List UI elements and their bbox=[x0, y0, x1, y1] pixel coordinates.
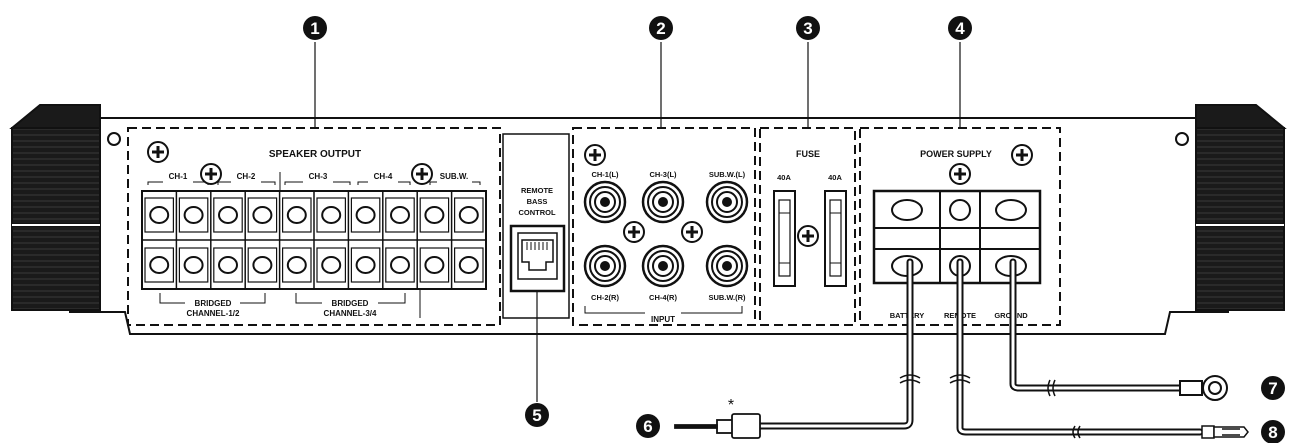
callout-number: 6 bbox=[643, 417, 652, 436]
asterisk-mark: * bbox=[728, 397, 734, 414]
callout-number: 7 bbox=[1268, 379, 1277, 398]
input-jack-labels: CH-1(L) CH-3(L) SUB.W.(L) CH-2(R) CH-4(R… bbox=[591, 170, 746, 302]
remote-bass-labels: REMOTE BASS CONTROL bbox=[518, 186, 555, 217]
right-heatsink bbox=[1175, 104, 1287, 311]
callout-marker: 3 bbox=[796, 16, 820, 40]
speaker-channel-labels: CH-1 CH-2 CH-3 CH-4 SUB.W. bbox=[169, 172, 469, 181]
callout-number: 2 bbox=[656, 19, 665, 38]
mounting-screw bbox=[200, 163, 222, 185]
bridged-label-b: BRIDGED bbox=[332, 299, 369, 308]
rca-jack bbox=[705, 244, 749, 288]
input-label: SUB.W.(R) bbox=[708, 293, 746, 302]
rca-jack bbox=[641, 244, 685, 288]
power-supply-title: POWER SUPPLY bbox=[920, 149, 992, 159]
speaker-output-section bbox=[127, 127, 501, 326]
speaker-terminal bbox=[385, 197, 415, 283]
channel-label: CH-1 bbox=[169, 172, 188, 181]
callout-marker: 8 bbox=[1261, 420, 1285, 443]
input-bracket bbox=[584, 306, 743, 314]
input-section bbox=[572, 127, 756, 326]
fuse-title: FUSE bbox=[796, 149, 820, 159]
bridged-label-a: BRIDGED bbox=[195, 299, 232, 308]
speaker-terminal bbox=[454, 197, 484, 283]
fuse-rating-left: 40A bbox=[777, 173, 791, 182]
wire-break-marks bbox=[899, 374, 1081, 439]
remote-bass-section bbox=[502, 133, 570, 319]
channel-label: CH-4 bbox=[374, 172, 393, 181]
speaker-terminal-block bbox=[141, 190, 487, 290]
speaker-terminal bbox=[316, 197, 346, 283]
mounting-screw bbox=[147, 141, 169, 163]
ring-terminal bbox=[1179, 375, 1228, 401]
bridged-labels: BRIDGED CHANNEL-1/2 BRIDGED CHANNEL-3/4 bbox=[187, 299, 377, 318]
speaker-terminal bbox=[350, 197, 381, 283]
callout-marker: 7 bbox=[1261, 376, 1285, 400]
speaker-terminal bbox=[178, 197, 209, 283]
callout-number: 4 bbox=[955, 19, 965, 38]
mounting-screw bbox=[681, 221, 703, 243]
bridged-brackets bbox=[159, 290, 421, 318]
input-label: CH-4(R) bbox=[649, 293, 677, 302]
channel-brackets bbox=[147, 172, 481, 190]
callout-marker: 4 bbox=[948, 16, 972, 40]
fuse-right bbox=[824, 190, 847, 287]
spade-connector bbox=[1201, 425, 1249, 439]
bridged-channel-b: CHANNEL-3/4 bbox=[324, 309, 377, 318]
speaker-terminal bbox=[144, 197, 174, 283]
fuse-rating-right: 40A bbox=[828, 173, 842, 182]
speaker-terminal bbox=[247, 197, 278, 283]
power-terminal-screw bbox=[891, 199, 923, 221]
callout-marker: 6 bbox=[636, 414, 660, 438]
rca-jack bbox=[583, 180, 627, 224]
remote-label-line1: REMOTE bbox=[521, 186, 553, 195]
mounting-screw bbox=[584, 144, 606, 166]
channel-label: CH-3 bbox=[309, 172, 328, 181]
inline-fuse-holder bbox=[674, 413, 761, 439]
mounting-screw bbox=[1011, 144, 1033, 166]
remote-label-line2: BASS bbox=[527, 197, 548, 206]
callout-marker: 5 bbox=[525, 403, 549, 427]
mounting-screw bbox=[623, 221, 645, 243]
input-label: CH-3(L) bbox=[649, 170, 677, 179]
rca-jack bbox=[705, 180, 749, 224]
mounting-screw bbox=[797, 225, 819, 247]
rca-jack bbox=[583, 244, 627, 288]
input-label: CH-2(R) bbox=[591, 293, 619, 302]
channel-label: SUB.W. bbox=[440, 172, 468, 181]
rca-jack bbox=[641, 180, 685, 224]
speaker-terminal bbox=[213, 197, 243, 283]
callout-number: 3 bbox=[803, 19, 812, 38]
callout-marker: 1 bbox=[303, 16, 327, 40]
speaker-terminal bbox=[282, 197, 312, 283]
rca-jacks bbox=[583, 180, 749, 288]
bridged-channel-a: CHANNEL-1/2 bbox=[187, 309, 240, 318]
channel-label: CH-2 bbox=[237, 172, 256, 181]
input-label: CH-1(L) bbox=[591, 170, 619, 179]
callout-marker: 2 bbox=[649, 16, 673, 40]
mounting-screw bbox=[949, 163, 971, 185]
speaker-output-title: SPEAKER OUTPUT bbox=[269, 149, 361, 160]
remote-label-line3: CONTROL bbox=[518, 208, 555, 217]
power-terminal-screw bbox=[995, 199, 1027, 221]
power-terminal-screw bbox=[949, 199, 971, 221]
callout-number: 5 bbox=[532, 406, 541, 425]
callout-number: 8 bbox=[1268, 423, 1277, 442]
callout-number: 1 bbox=[310, 19, 319, 38]
input-title: INPUT bbox=[651, 315, 675, 324]
mounting-screw bbox=[411, 163, 433, 185]
fuse-left bbox=[773, 190, 796, 287]
leader-lines bbox=[314, 42, 961, 402]
left-heatsink bbox=[9, 104, 121, 311]
input-label: SUB.W.(L) bbox=[709, 170, 746, 179]
speaker-terminal bbox=[419, 197, 450, 283]
remote-bass-jack bbox=[509, 224, 566, 293]
